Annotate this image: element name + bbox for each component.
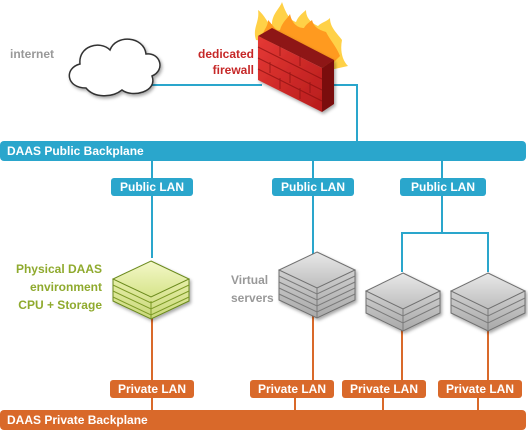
private-lan-2: Private LAN (250, 380, 334, 398)
private-lan-1: Private LAN (110, 380, 194, 398)
public-lan-3: Public LAN (400, 178, 486, 196)
public-connections (140, 84, 489, 272)
public-backplane-label: DAAS Public Backplane (7, 144, 144, 158)
physical-label-line1: Physical DAAS (16, 262, 102, 276)
virtual-label-line2: servers (231, 291, 274, 305)
public-lan-2-label: Public LAN (281, 180, 345, 194)
public-link-virtual-3 (442, 232, 489, 272)
public-backplane: DAAS Public Backplane (0, 141, 526, 161)
private-lan-3-label: Private LAN (350, 382, 418, 396)
server-stack-icon (111, 260, 191, 320)
internet-label: internet (10, 47, 54, 61)
physical-label-line3: CPU + Storage (18, 298, 102, 312)
private-backplane-label: DAAS Private Backplane (7, 413, 148, 427)
flame-icon (254, 2, 348, 70)
firewall-label-line2: firewall (213, 63, 254, 77)
private-connections (151, 303, 489, 410)
public-lan-1: Public LAN (111, 178, 193, 196)
private-backplane: DAAS Private Backplane (0, 410, 526, 430)
virtual-label-line1: Virtual (231, 273, 268, 287)
server-stack-icon (277, 251, 357, 319)
private-lan-4-label: Private LAN (446, 382, 514, 396)
public-lan-2: Public LAN (272, 178, 354, 196)
cloud-icon (68, 38, 161, 97)
firewall-backplane-link (328, 84, 358, 147)
private-lan-4: Private LAN (438, 380, 522, 398)
private-lan-1-label: Private LAN (118, 382, 186, 396)
public-lan-1-label: Public LAN (120, 180, 184, 194)
public-link-virtual-2 (401, 195, 443, 272)
physical-label-line2: environment (30, 280, 102, 294)
private-lan-2-label: Private LAN (258, 382, 326, 396)
server-stack-icon (449, 272, 527, 332)
public-lan-3-label: Public LAN (411, 180, 475, 194)
private-lan-3: Private LAN (342, 380, 426, 398)
server-stack-icon (364, 272, 442, 332)
firewall-icon (254, 2, 348, 112)
firewall-label-line1: dedicated (198, 47, 254, 61)
